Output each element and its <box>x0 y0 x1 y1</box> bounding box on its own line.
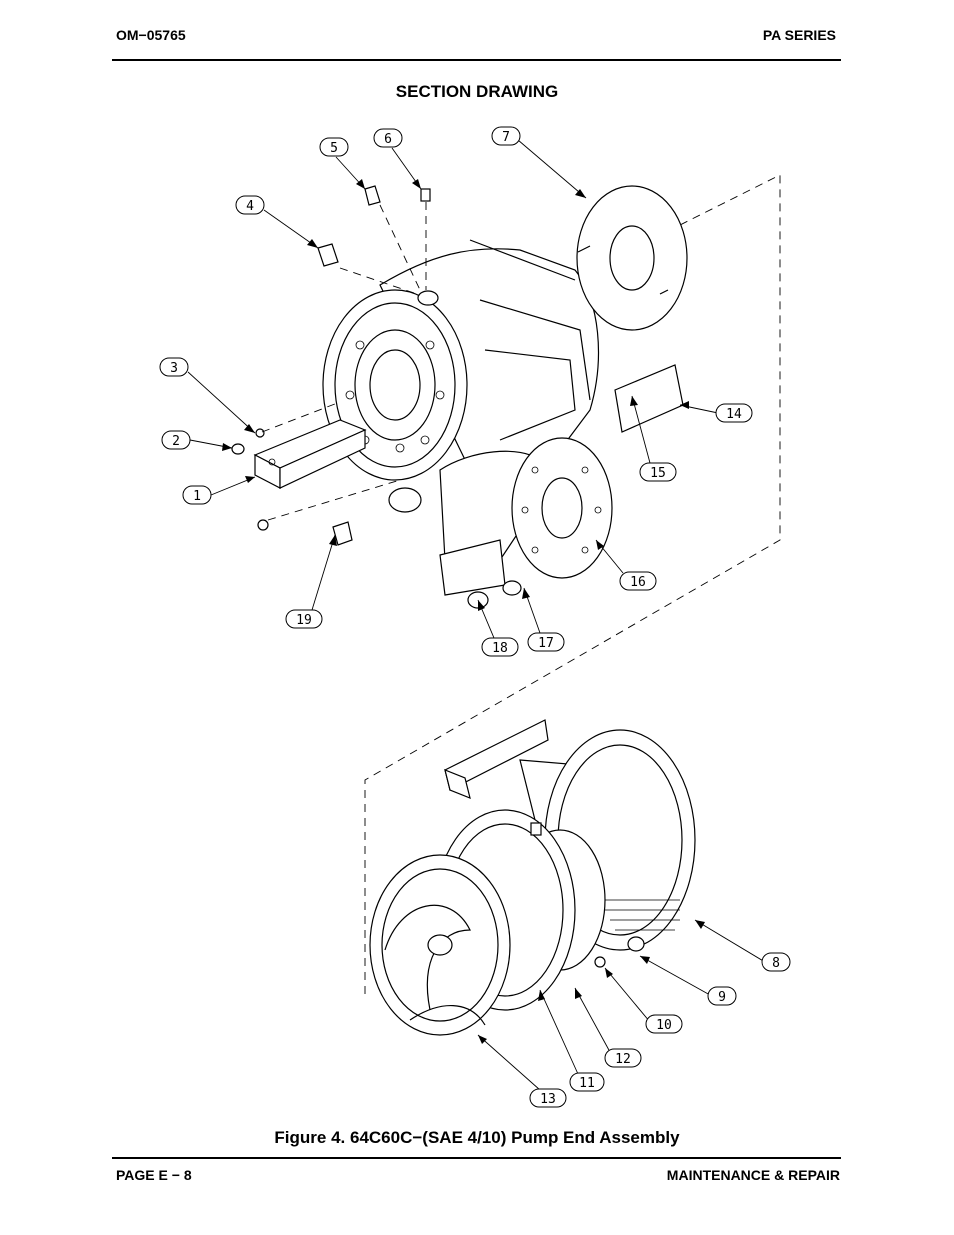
callout-18-label: 18 <box>492 641 508 656</box>
discharge-flange <box>388 437 613 609</box>
callout-1: 1 <box>182 485 212 505</box>
callout-9-label: 9 <box>718 990 726 1005</box>
fittings <box>231 185 431 546</box>
callout-1-label: 1 <box>193 489 201 504</box>
callout-2: 2 <box>161 430 191 450</box>
footer-section-name: MAINTENANCE & REPAIR <box>666 1167 840 1183</box>
footer-rule <box>112 1157 841 1159</box>
base-rail <box>253 419 367 489</box>
callout-14-label: 14 <box>726 407 742 422</box>
callout-15-label: 15 <box>650 466 666 481</box>
callout-4: 4 <box>235 195 265 215</box>
callout-7-label: 7 <box>502 130 510 145</box>
callout-5-label: 5 <box>330 141 338 156</box>
callout-17: 17 <box>527 632 565 652</box>
callout-18: 18 <box>481 637 519 657</box>
callout-16: 16 <box>619 571 657 591</box>
callout-10-label: 10 <box>656 1018 672 1033</box>
callout-17-label: 17 <box>538 636 554 651</box>
figure-caption: Figure 4. 64C60C−(SAE 4/10) Pump End Ass… <box>274 1128 680 1147</box>
callout-15: 15 <box>639 462 677 482</box>
callout-13: 13 <box>529 1088 567 1108</box>
document-number: OM−05765 <box>116 27 186 43</box>
envelope-line-top <box>364 174 781 995</box>
callout-8: 8 <box>761 952 791 972</box>
align-line-d <box>267 479 401 521</box>
callout-leaders <box>187 139 766 1091</box>
callout-11-label: 11 <box>579 1076 595 1091</box>
callout-2-label: 2 <box>172 434 180 449</box>
callout-11: 11 <box>569 1072 605 1092</box>
callout-6: 6 <box>373 128 403 148</box>
callout-9: 9 <box>707 986 737 1006</box>
callout-19: 19 <box>285 609 323 629</box>
rotating-assembly <box>369 719 696 1036</box>
callout-4-label: 4 <box>246 199 254 214</box>
wear-plate <box>576 185 688 331</box>
callout-13-label: 13 <box>540 1092 556 1107</box>
header-rule <box>112 59 841 61</box>
callout-5: 5 <box>319 137 349 157</box>
align-line-a <box>339 267 421 296</box>
name-plate <box>614 364 684 433</box>
align-line-b <box>379 204 421 291</box>
callout-12: 12 <box>604 1048 642 1068</box>
callout-8-label: 8 <box>772 956 780 971</box>
callout-6-label: 6 <box>384 132 392 147</box>
callout-7: 7 <box>491 126 521 146</box>
callout-19-label: 19 <box>296 613 312 628</box>
callout-16-label: 16 <box>630 575 646 590</box>
series-name: PA SERIES <box>762 27 836 43</box>
callout-3-label: 3 <box>170 361 178 376</box>
callout-3: 3 <box>159 357 189 377</box>
page-number: PAGE E − 8 <box>116 1167 192 1183</box>
callout-14: 14 <box>715 403 753 423</box>
callout-12-label: 12 <box>615 1052 631 1067</box>
section-title: SECTION DRAWING <box>395 82 559 101</box>
callout-10: 10 <box>645 1014 683 1034</box>
